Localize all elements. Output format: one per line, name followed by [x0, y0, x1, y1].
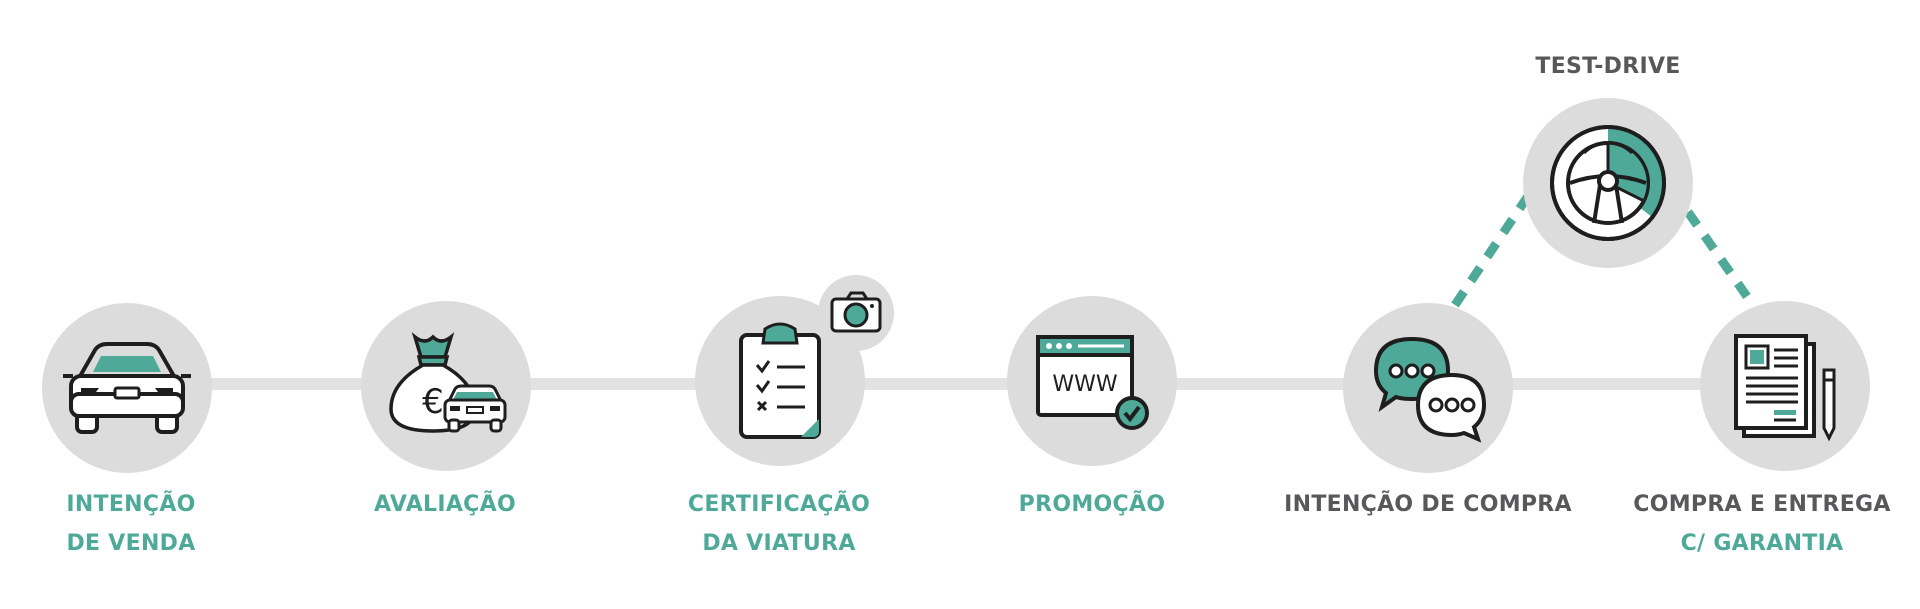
- svg-text:WWW: WWW: [1052, 372, 1118, 397]
- test-drive-label: TEST-DRIVE: [1535, 54, 1681, 79]
- connector-line-3: [862, 378, 1010, 390]
- clipboard-checklist-icon: [739, 322, 821, 439]
- car-icon: [63, 342, 191, 434]
- step-node-promocao: WWW: [1007, 296, 1177, 466]
- step-node-intencao-de-compra: [1343, 303, 1513, 473]
- step-label-2-line1: AVALIAÇÃO: [374, 492, 516, 517]
- step-label-5: INTENÇÃO DE COMPRA: [1284, 485, 1572, 524]
- steering-wheel-icon: [1550, 125, 1666, 241]
- step-label-6-line1: COMPRA E ENTREGA: [1633, 492, 1891, 517]
- step-node-avaliacao: €: [361, 301, 531, 471]
- dashed-line-left: [1451, 193, 1532, 308]
- step-label-1: INTENÇÃO DE VENDA: [66, 485, 195, 563]
- step-label-6: COMPRA E ENTREGA C/ GARANTIA: [1633, 485, 1890, 563]
- chat-bubbles-icon: [1373, 336, 1487, 443]
- connector-line-4: [1174, 378, 1346, 390]
- step-label-5-line1: INTENÇÃO DE COMPRA: [1284, 492, 1572, 517]
- step-label-4-line1: PROMOÇÃO: [1018, 492, 1166, 517]
- connector-line-1: [208, 378, 366, 390]
- step-label-2: AVALIAÇÃO: [374, 485, 516, 524]
- step-node-intencao-de-venda: [42, 303, 212, 473]
- documents-pen-icon: [1734, 334, 1836, 442]
- browser-www-icon: WWW: [1036, 335, 1149, 430]
- connector-line-5: [1510, 378, 1704, 390]
- step-label-3-line2: DA VIATURA: [702, 531, 856, 556]
- step-node-test-drive: [1523, 98, 1693, 268]
- camera-icon: [830, 291, 882, 333]
- connector-line-2: [530, 378, 698, 390]
- step-label-1-line1: INTENÇÃO: [66, 492, 196, 517]
- step-label-3-line1: CERTIFICAÇÃO: [687, 492, 871, 517]
- step-label-6-line2: C/ GARANTIA: [1680, 531, 1844, 556]
- svg-text:€: €: [422, 382, 444, 422]
- step-node-compra-e-entrega: [1700, 301, 1870, 471]
- money-bag-car-icon: €: [389, 332, 507, 433]
- camera-badge: [818, 275, 894, 351]
- step-label-1-line2: DE VENDA: [66, 531, 196, 556]
- step-label-3: CERTIFICAÇÃO DA VIATURA: [688, 485, 870, 563]
- step-label-4: PROMOÇÃO: [1019, 485, 1166, 524]
- dashed-line-right: [1684, 209, 1752, 301]
